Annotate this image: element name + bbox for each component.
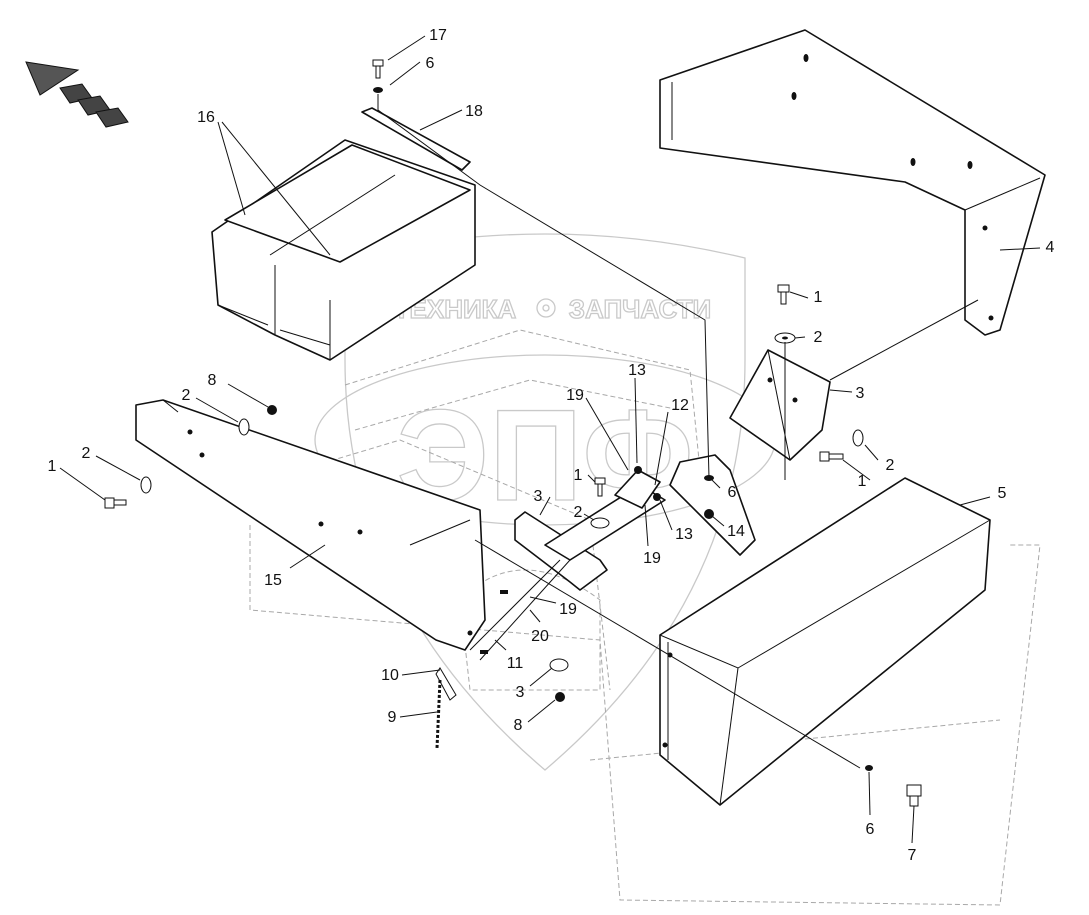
callout-3-center: 3 — [534, 488, 543, 505]
callout-2-right: 2 — [814, 329, 823, 346]
nut-8-lower-icon — [555, 692, 565, 702]
callout-10: 10 — [381, 667, 399, 684]
callout-6-top: 6 — [426, 55, 435, 72]
nut-8-left-icon — [267, 405, 277, 415]
bolt-1-left-icon — [104, 497, 127, 509]
callout-13-upper: 13 — [628, 362, 646, 379]
callout-19-bottom: 19 — [559, 601, 577, 618]
callout-1-side: 1 — [858, 473, 867, 490]
battery-hold-down-strap — [361, 107, 471, 171]
callout-8-lower: 8 — [514, 717, 523, 734]
bolt-1-right-icon — [777, 284, 790, 305]
callout-16: 16 — [197, 109, 215, 126]
callout-11: 11 — [507, 655, 524, 672]
callout-2-left-upper: 2 — [182, 387, 191, 404]
callout-1-center: 1 — [574, 467, 583, 484]
callout-20: 20 — [531, 628, 549, 645]
callout-13-lower: 13 — [675, 526, 693, 543]
callout-1-right: 1 — [814, 289, 823, 306]
nut-14-icon — [704, 509, 714, 519]
callout-12: 12 — [671, 397, 689, 414]
callout-19-lower: 19 — [643, 550, 661, 567]
washer-2-side-icon — [852, 429, 864, 447]
bolt-1-side-icon — [819, 451, 844, 462]
washer-2-left-lower-icon — [140, 476, 152, 494]
shield-plate — [669, 454, 756, 556]
callout-9: 9 — [388, 709, 397, 726]
callout-2-side: 2 — [886, 457, 895, 474]
forward-direction-arrow-icon — [25, 61, 129, 128]
callout-14: 14 — [727, 523, 745, 540]
watermark-gear-icon — [536, 298, 556, 318]
chain-9-icon — [435, 679, 442, 749]
callout-5: 5 — [998, 485, 1007, 502]
washer-2-center-icon — [590, 517, 610, 529]
callout-6-center: 6 — [728, 484, 737, 501]
bolt-17-icon — [372, 59, 384, 79]
callout-17: 17 — [429, 27, 447, 44]
callout-3-upper: 3 — [856, 385, 865, 402]
bolt-7-icon — [906, 784, 922, 807]
washer-6-top-icon — [373, 87, 383, 93]
top-cover-panel — [659, 29, 1046, 336]
bolt-1-center-icon — [594, 477, 606, 497]
fasteners — [104, 59, 922, 807]
callout-2-left-lower: 2 — [82, 445, 91, 462]
washer-2-left-upper-icon — [238, 418, 250, 436]
latch-10-icon — [435, 667, 457, 701]
callout-15: 15 — [264, 572, 282, 589]
leader-lines — [59, 35, 1041, 844]
bolts-13-icon — [634, 466, 661, 501]
screws-11-icon — [480, 590, 508, 654]
washer-6-bottom-icon — [865, 765, 873, 771]
right-side-cover — [659, 477, 991, 806]
callout-3-lower: 3 — [516, 684, 525, 701]
washer-2-right-icon — [774, 332, 796, 344]
watermark-text-right: ЗАПЧАСТИ — [569, 294, 712, 324]
callout-7: 7 — [908, 847, 917, 864]
callout-labels: 17 6 18 16 4 1 2 3 8 2 2 1 13 19 12 2 1 … — [48, 27, 1055, 864]
battery-pair — [211, 139, 476, 361]
upper-mounting-bracket — [729, 349, 831, 461]
callout-2-center: 2 — [574, 504, 583, 521]
callout-4: 4 — [1046, 239, 1055, 256]
washer-3-lower-icon — [549, 658, 569, 672]
callout-18: 18 — [465, 103, 483, 120]
left-side-panel — [135, 399, 486, 651]
callout-1-left: 1 — [48, 458, 57, 475]
callout-6-bottom: 6 — [866, 821, 875, 838]
callout-19-upper: 19 — [566, 387, 584, 404]
callout-8-left: 8 — [208, 372, 217, 389]
